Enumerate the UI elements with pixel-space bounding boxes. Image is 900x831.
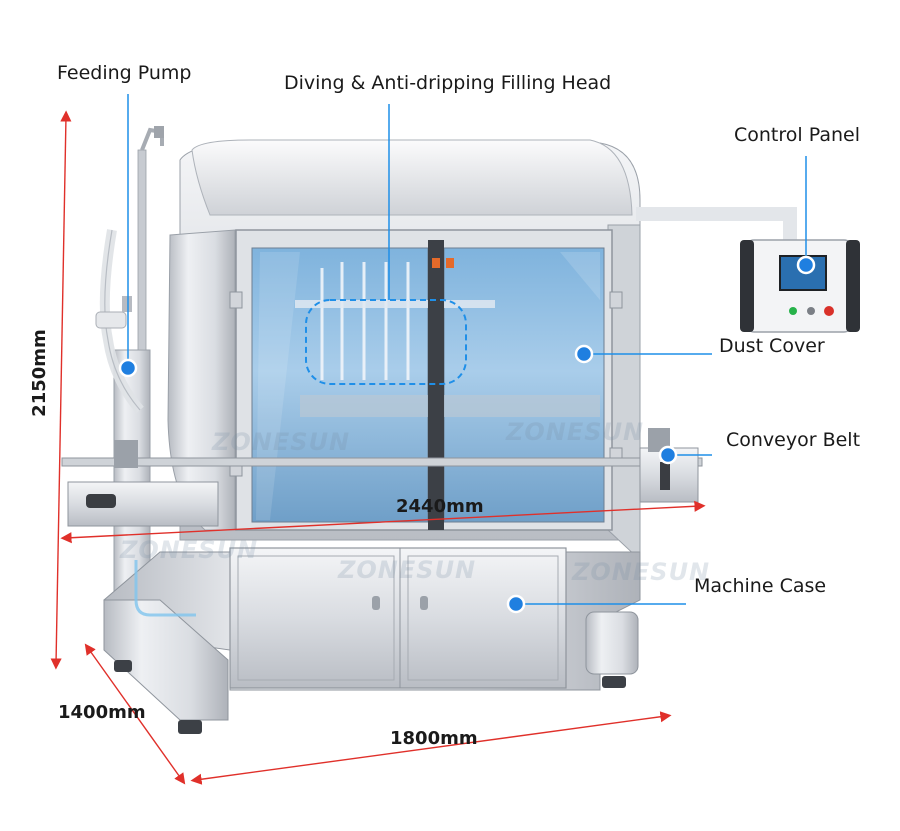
control-panel-unit xyxy=(636,207,860,333)
watermark-2: ZONESUN xyxy=(506,418,645,446)
callout-dots xyxy=(118,255,816,614)
length-dimension-line xyxy=(190,711,672,785)
feeding-pump-unit xyxy=(95,126,164,601)
dust-cover-glass xyxy=(229,240,623,530)
conveyor-dimension-label: 2440mm xyxy=(396,496,484,517)
machine-case-dot xyxy=(506,594,526,614)
filling-head-label: Diving & Anti-dripping Filling Head xyxy=(284,72,612,94)
watermark-4: ZONESUN xyxy=(338,556,477,584)
dust-cover-label: Dust Cover xyxy=(719,335,825,357)
machine-case-label: Machine Case xyxy=(694,575,827,597)
dimension-lines xyxy=(50,110,706,785)
callout-leaders xyxy=(127,94,807,605)
watermark-5: ZONESUN xyxy=(572,558,711,586)
conveyor-belt-label: Conveyor Belt xyxy=(726,429,861,451)
conveyor-belt-dot xyxy=(658,445,678,465)
feeding-pump-dot xyxy=(118,358,138,378)
control-panel-dot xyxy=(796,255,816,275)
control-panel-label: Control Panel xyxy=(734,124,860,146)
watermark-1: ZONESUN xyxy=(212,428,351,456)
height-dimension-line xyxy=(50,110,72,670)
depth-dimension-line xyxy=(84,643,186,785)
conveyor-dimension-line xyxy=(60,500,706,544)
dust-cover-dot xyxy=(574,344,594,364)
feeding-pump-label: Feeding Pump xyxy=(57,62,192,84)
watermark-3: ZONESUN xyxy=(120,536,259,564)
length-dimension-label: 1800mm xyxy=(390,728,478,749)
height-dimension-label: 2150mm xyxy=(29,329,50,417)
depth-dimension-label: 1400mm xyxy=(58,702,146,723)
machine-case xyxy=(103,547,641,734)
